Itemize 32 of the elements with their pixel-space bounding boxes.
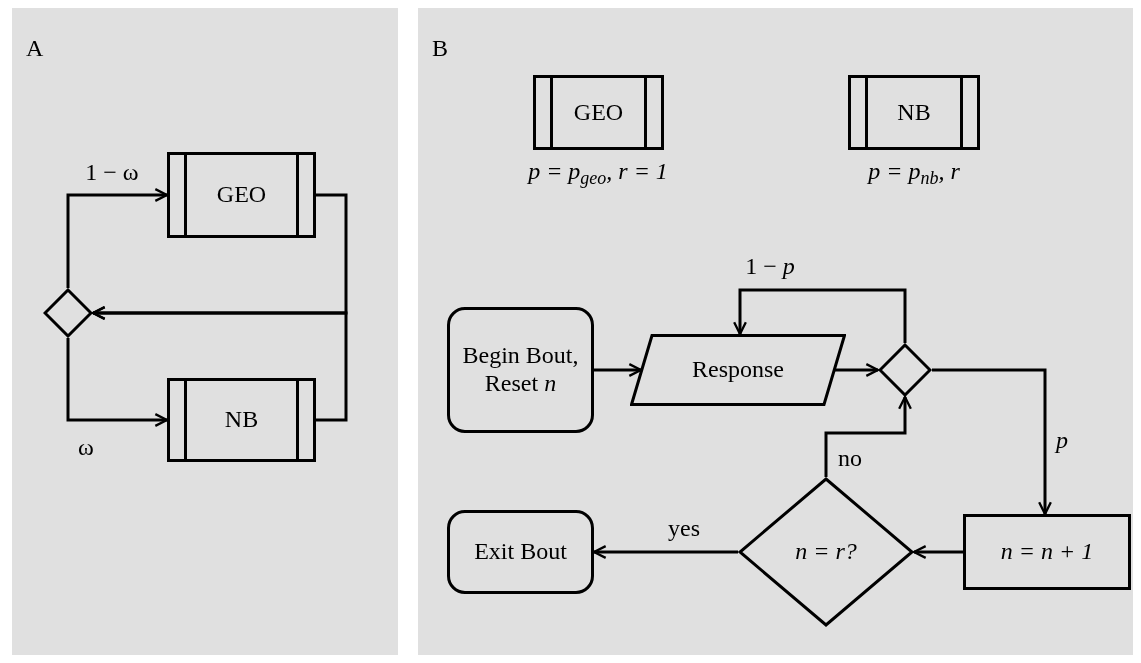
node-label: GEO (216, 181, 267, 209)
panel (418, 8, 1133, 655)
panel (12, 8, 398, 655)
node-label: NB (897, 98, 931, 127)
arrow (932, 368, 1052, 516)
panel-label: B (432, 35, 448, 61)
node-label: Exit Bout (474, 538, 567, 566)
arrow (733, 288, 907, 343)
arrow (66, 338, 169, 427)
panel-label: A (26, 35, 44, 61)
subroutine-box (848, 75, 980, 150)
parameter-label: p = p$_{geo}$, r = 1 (526, 157, 669, 186)
arrow (66, 188, 169, 288)
subroutine-box (167, 152, 316, 238)
arrow (91, 306, 348, 422)
parameter-label: p = p$_{nb}$, r (866, 157, 961, 186)
node-label: Response (692, 356, 784, 384)
subroutine-box (533, 75, 664, 150)
node-label: n = n + 1 (1000, 538, 1094, 566)
arrow (592, 545, 738, 559)
node-label: NB (224, 406, 259, 434)
node-label: n = r? (795, 538, 857, 566)
node-label: Begin Bout, Reset n (461, 342, 580, 398)
arrow (594, 363, 643, 377)
arrow (835, 363, 880, 377)
subroutine-box (167, 378, 316, 462)
terminal-box (447, 307, 594, 433)
arrow (824, 395, 912, 477)
terminal-box (447, 510, 594, 594)
node-label: GEO (573, 98, 624, 127)
arrow (912, 545, 963, 559)
process-box (963, 514, 1131, 590)
